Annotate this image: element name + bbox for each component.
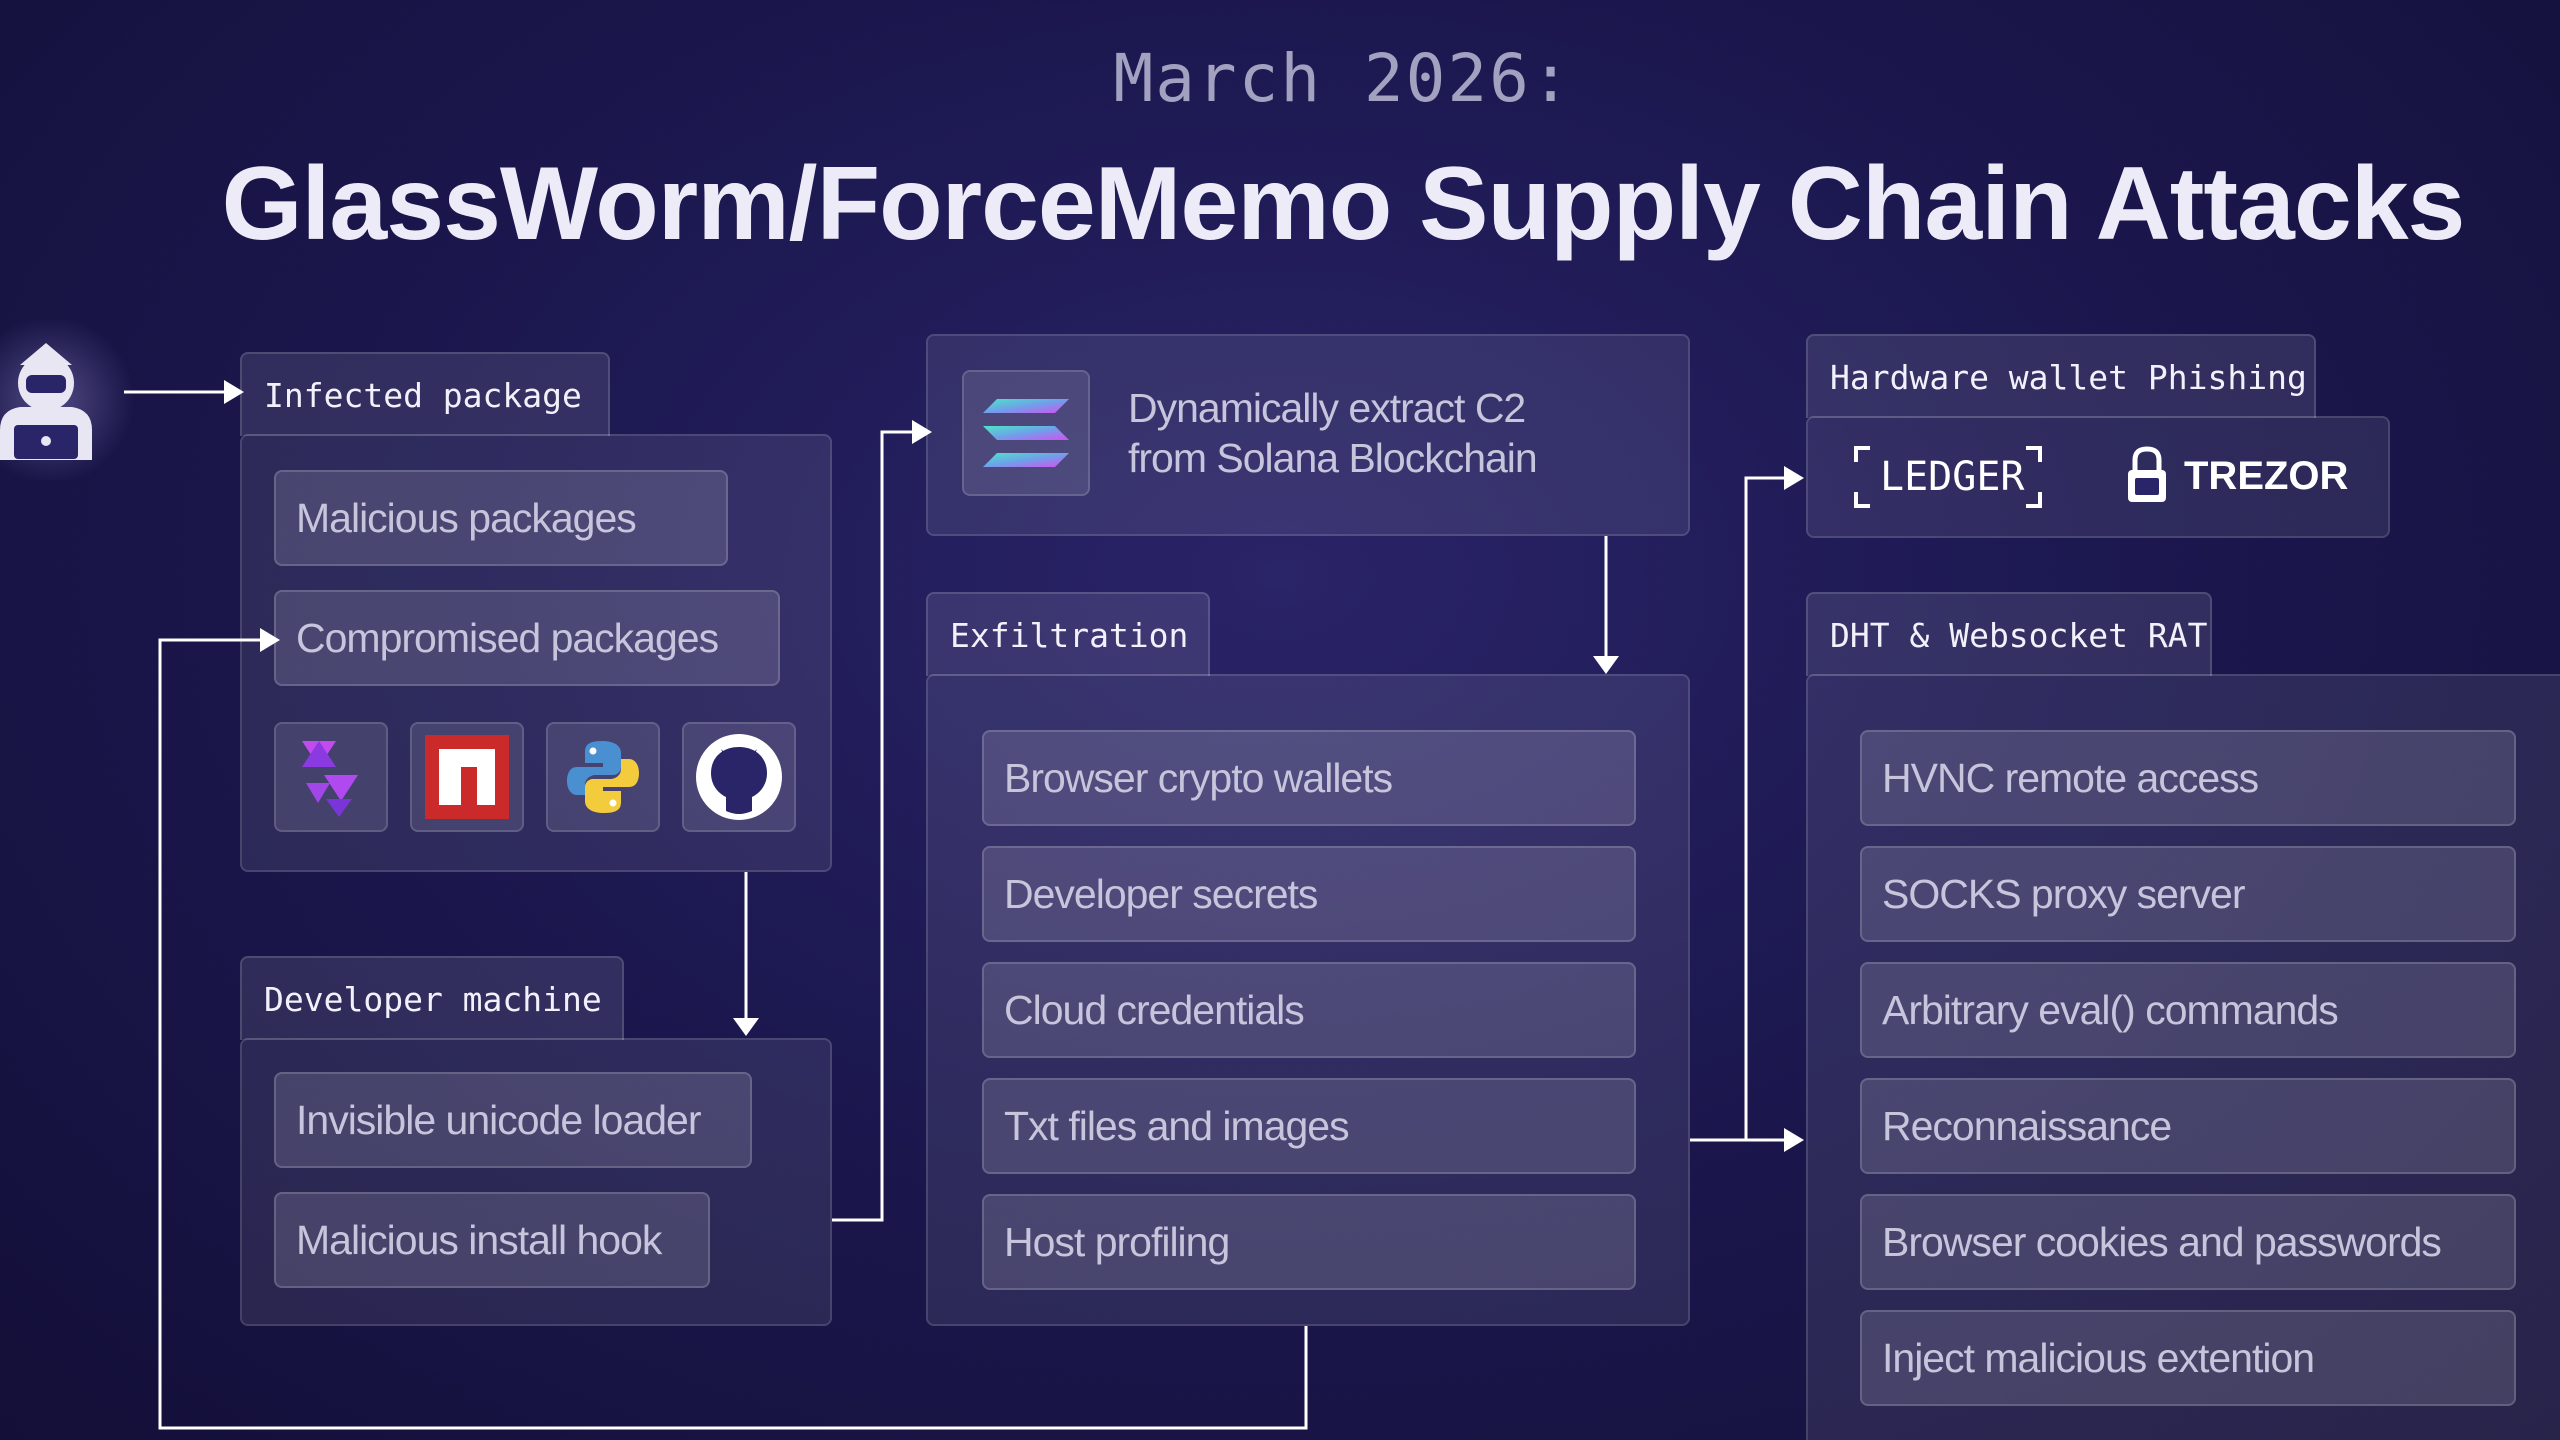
trezor-label: TREZOR: [2184, 454, 2349, 498]
hacker-icon: [0, 343, 92, 460]
invisible-unicode-loader-item: Invisible unicode loader: [274, 1072, 752, 1168]
malicious-install-hook-item: Malicious install hook: [274, 1192, 710, 1288]
github-icon: [696, 734, 782, 820]
npm-icon: [425, 735, 509, 819]
compromised-packages-item: Compromised packages: [274, 590, 780, 686]
exfiltration-panel: [926, 674, 1690, 1326]
page-title: GlassWorm/ForceMemo Supply Chain Attacks: [221, 146, 2466, 262]
exfil-item-browser-crypto-wallets: Browser crypto wallets: [982, 730, 1636, 826]
ledger-logo-icon: [1854, 446, 2042, 508]
c2-description: Dynamically extract C2 from Solana Block…: [1128, 383, 1628, 483]
python-icon: [567, 741, 639, 813]
rat-item-arbitrary-eval-commands: Arbitrary eval() commands: [1860, 962, 2516, 1058]
developer-machine-panel: [240, 1038, 832, 1326]
rat-item-hvnc-remote-access: HVNC remote access: [1860, 730, 2516, 826]
python-icon-box: [546, 722, 660, 832]
c2-line-1: Dynamically extract C2: [1128, 385, 1526, 431]
rat-item-socks-proxy-server: SOCKS proxy server: [1860, 846, 2516, 942]
c2-line-2: from Solana Blockchain: [1128, 435, 1538, 481]
infected-package-tab-label: Infected package: [264, 375, 582, 415]
rat-item-reconnaissance: Reconnaissance: [1860, 1078, 2516, 1174]
developer-machine-tab: Developer machine: [240, 956, 624, 1040]
solana-icon: [983, 399, 1069, 467]
hardware-wallet-panel: [1806, 416, 2390, 538]
exfil-item-host-profiling: Host profiling: [982, 1194, 1636, 1290]
solana-icon-box: [962, 370, 1090, 496]
rat-item-browser-cookies-and-passwords: Browser cookies and passwords: [1860, 1194, 2516, 1290]
exfil-item-txt-files-and-images: Txt files and images: [982, 1078, 1636, 1174]
exfiltration-tab-label: Exfiltration: [950, 615, 1189, 655]
open-vsx-icon-box: [274, 722, 388, 832]
malicious-packages-item: Malicious packages: [274, 470, 728, 566]
rat-tab: DHT & Websocket RAT: [1806, 592, 2212, 676]
page-subtitle: March 2026:: [1113, 40, 1573, 117]
hardware-wallet-tab: Hardware wallet Phishing: [1806, 334, 2316, 418]
ledger-label: LEDGER: [1880, 454, 2025, 500]
exfiltration-tab: Exfiltration: [926, 592, 1210, 676]
github-icon-box: [682, 722, 796, 832]
open-vsx-icon: [302, 741, 358, 817]
npm-icon-box: [410, 722, 524, 832]
rat-panel: [1806, 674, 2560, 1440]
developer-machine-tab-label: Developer machine: [264, 979, 602, 1019]
hardware-wallet-tab-label: Hardware wallet Phishing: [1830, 357, 2307, 397]
exfil-item-cloud-credentials: Cloud credentials: [982, 962, 1636, 1058]
trezor-lock-icon: [2128, 446, 2166, 502]
rat-tab-label: DHT & Websocket RAT: [1830, 615, 2208, 655]
infected-package-tab: Infected package: [240, 352, 610, 436]
rat-item-inject-malicious-extension: Inject malicious extention: [1860, 1310, 2516, 1406]
exfil-item-developer-secrets: Developer secrets: [982, 846, 1636, 942]
